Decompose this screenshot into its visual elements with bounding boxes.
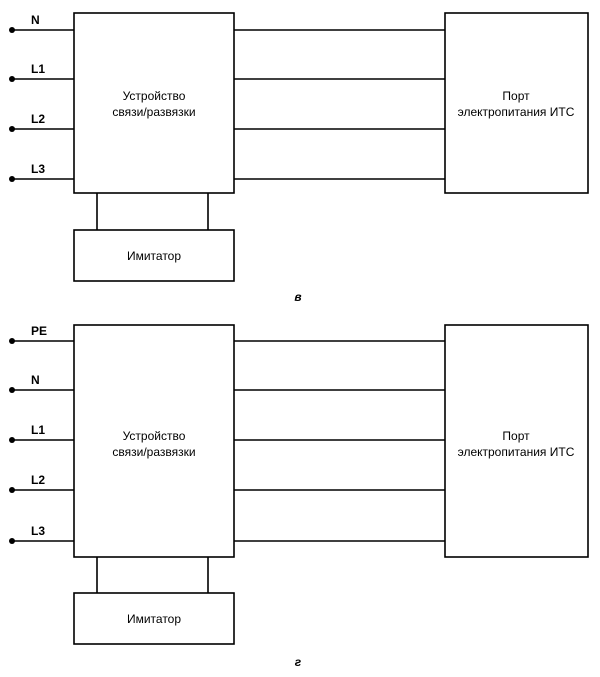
input-line-N: N — [9, 13, 74, 33]
input-line-L3: L3 — [9, 524, 74, 544]
input-line-L2: L2 — [9, 112, 74, 132]
coupling-device-label-line1: Устройство — [123, 89, 186, 103]
caption-v: в — [294, 290, 301, 304]
input-label: PE — [31, 324, 47, 338]
coupling-device-label-line2: связи/развязки — [112, 105, 195, 119]
simulator-box — [73, 229, 235, 282]
input-label: L1 — [31, 62, 45, 76]
coupling-device-label-line1: Устройство — [123, 429, 186, 443]
power-port-box — [444, 324, 589, 558]
diagram-g: PE N L1 L2 L3 Устройство связи/развязки — [9, 324, 589, 669]
simulator-label: Имитатор — [127, 249, 181, 263]
input-label: L2 — [31, 473, 45, 487]
connection-lines — [234, 29, 445, 180]
power-port-box — [444, 12, 589, 194]
input-label: L2 — [31, 112, 45, 126]
diagram-v: N L1 L2 L3 Устройство связи/развязки — [9, 12, 589, 304]
power-port-label-line1: Порт — [502, 429, 530, 443]
power-port-label-line2: электропитания ИТС — [458, 105, 575, 119]
input-label: L3 — [31, 524, 45, 538]
input-line-PE: PE — [9, 324, 74, 344]
connection-lines — [234, 340, 445, 542]
simulator-label: Имитатор — [127, 612, 181, 626]
power-port-label-line1: Порт — [502, 89, 530, 103]
coupling-device-box — [73, 324, 235, 558]
power-port-label-line2: электропитания ИТС — [458, 445, 575, 459]
input-line-L3: L3 — [9, 162, 74, 182]
input-label: N — [31, 13, 40, 27]
input-label: L3 — [31, 162, 45, 176]
coupling-device-label-line2: связи/развязки — [112, 445, 195, 459]
input-line-L1: L1 — [9, 423, 74, 443]
coupling-device-box — [73, 12, 235, 194]
caption-g: г — [295, 655, 302, 669]
simulator-box — [73, 592, 235, 645]
input-label: N — [31, 373, 40, 387]
input-line-L2: L2 — [9, 473, 74, 493]
input-label: L1 — [31, 423, 45, 437]
input-line-N: N — [9, 373, 74, 393]
input-line-L1: L1 — [9, 62, 74, 82]
